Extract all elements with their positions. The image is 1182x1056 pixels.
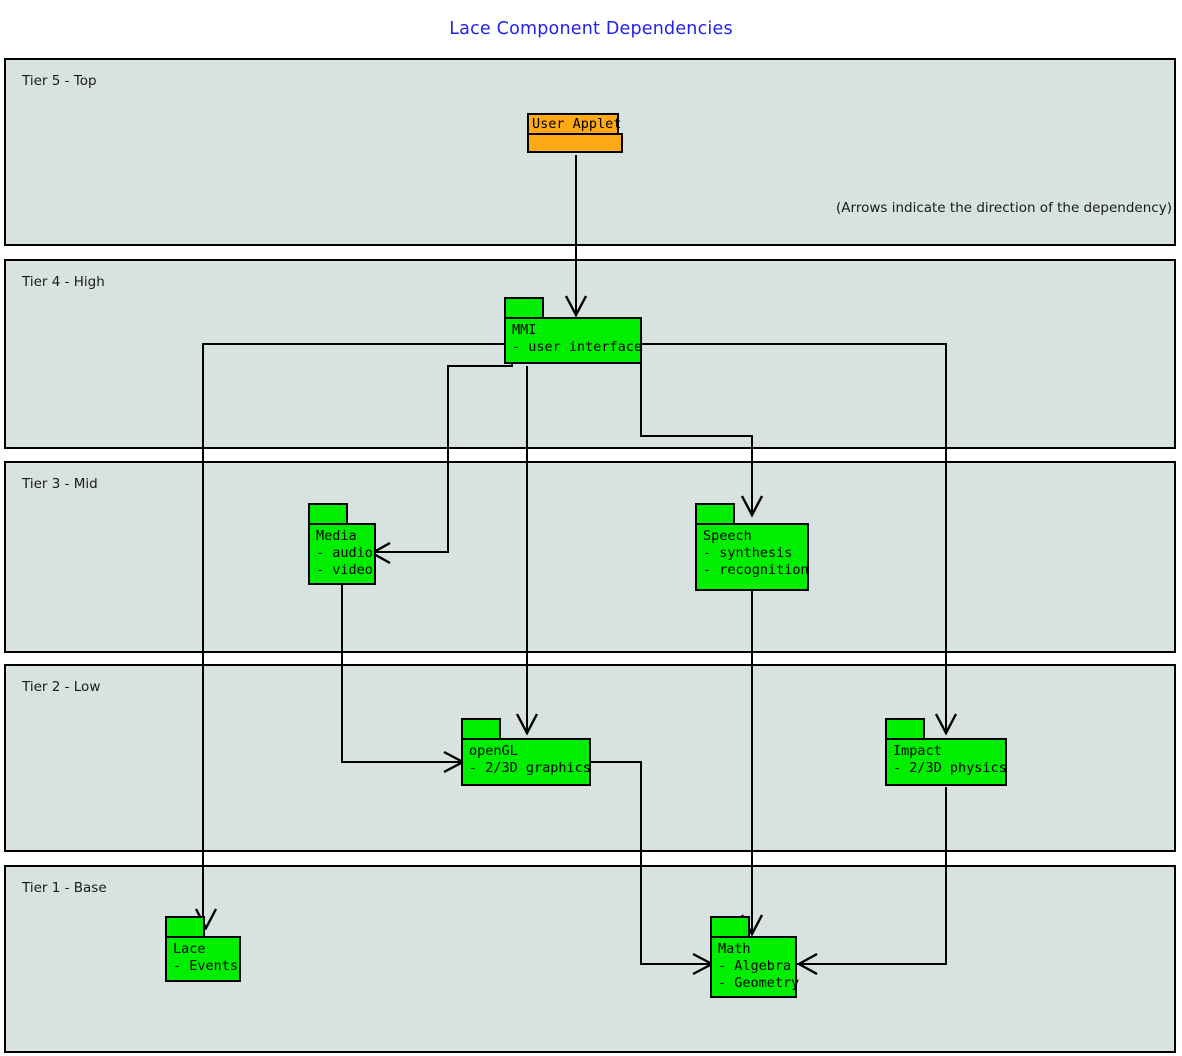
- tier-label-3: Tier 3 - Mid: [22, 476, 98, 492]
- node-media[interactable]: Media - audio - video: [308, 503, 376, 585]
- node-opengl[interactable]: openGL - 2/3D graphics: [461, 718, 591, 786]
- node-impact-tab: [885, 718, 925, 740]
- node-user-applet-label: User Applet: [527, 113, 621, 135]
- node-mmi-body: MMI - user interface: [504, 317, 642, 364]
- arrow-direction-note: (Arrows indicate the direction of the de…: [836, 200, 1172, 216]
- node-math-tab: [710, 916, 750, 938]
- tier-label-2: Tier 2 - Low: [22, 679, 101, 695]
- node-math[interactable]: Math - Algebra - Geometry: [710, 916, 799, 998]
- tier-band-4: Tier 4 - High: [4, 259, 1176, 449]
- node-user-applet[interactable]: User Applet: [527, 113, 623, 155]
- node-speech[interactable]: Speech - synthesis - recognition: [695, 503, 809, 591]
- node-impact[interactable]: Impact - 2/3D physics: [885, 718, 1007, 786]
- tier-band-3: Tier 3 - Mid: [4, 461, 1176, 653]
- node-mmi-tab: [504, 297, 544, 319]
- tier-label-4: Tier 4 - High: [22, 274, 105, 290]
- node-media-body: Media - audio - video: [308, 523, 376, 585]
- tier-label-5: Tier 5 - Top: [22, 73, 97, 89]
- node-lace-tab: [165, 916, 205, 938]
- node-lace-body: Lace - Events: [165, 936, 241, 982]
- node-opengl-tab: [461, 718, 501, 740]
- node-math-body: Math - Algebra - Geometry: [710, 936, 799, 998]
- node-mmi[interactable]: MMI - user interface: [504, 297, 642, 364]
- node-impact-body: Impact - 2/3D physics: [885, 738, 1007, 786]
- node-media-tab: [308, 503, 348, 525]
- node-speech-tab: [695, 503, 735, 525]
- node-speech-body: Speech - synthesis - recognition: [695, 523, 809, 591]
- page-title: Lace Component Dependencies: [449, 19, 733, 39]
- tier-band-1: Tier 1 - Base: [4, 865, 1176, 1053]
- tier-label-1: Tier 1 - Base: [22, 880, 107, 896]
- node-user-applet-body: [527, 133, 623, 153]
- node-opengl-body: openGL - 2/3D graphics: [461, 738, 591, 786]
- node-lace[interactable]: Lace - Events: [165, 916, 241, 982]
